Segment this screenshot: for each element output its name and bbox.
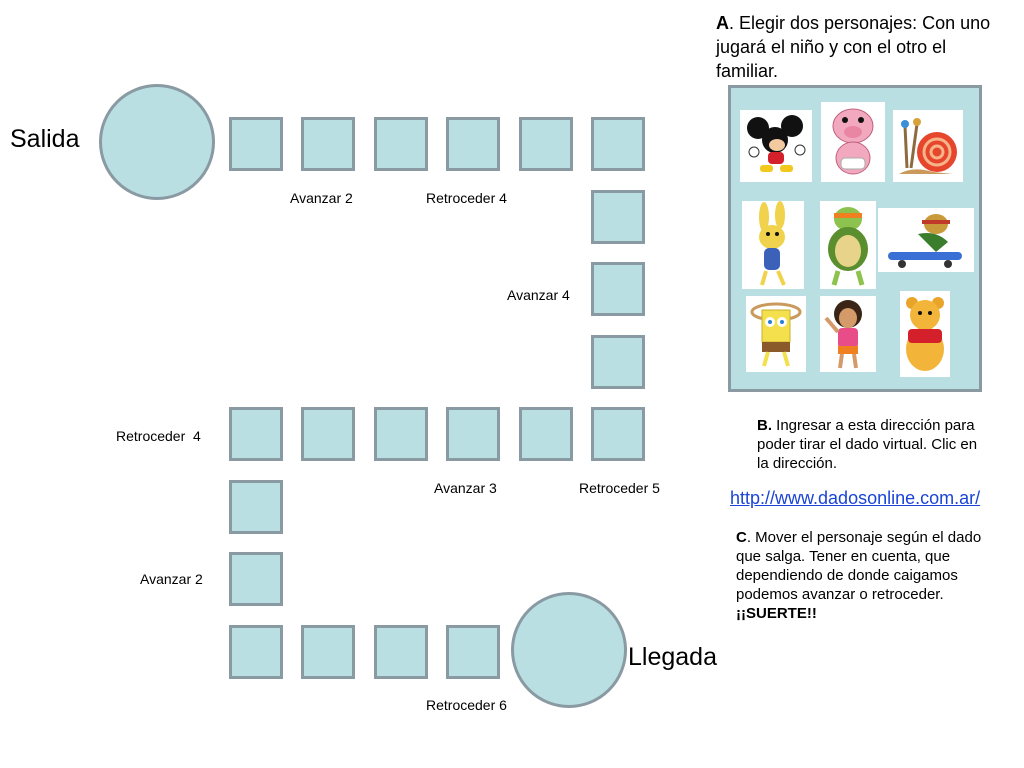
cell-label: Retroceder 4 [116, 428, 201, 444]
start-label: Salida [10, 125, 80, 153]
board-cell [229, 407, 283, 461]
turtle-icon [828, 207, 868, 286]
bear-icon [906, 297, 944, 371]
skateboarder-character[interactable] [878, 208, 974, 272]
skateboarder-icon [888, 214, 962, 268]
board-cell [519, 407, 573, 461]
instruction-c: C. Mover el personaje según el dado que … [736, 528, 996, 623]
board-cell [591, 335, 645, 389]
finish-label: Llegada [628, 643, 717, 671]
bear-character[interactable] [900, 291, 950, 377]
instruction-b: B. Ingresar a esta dirección para poder … [757, 416, 982, 473]
board-cell [591, 262, 645, 316]
sponge-icon [750, 302, 802, 367]
cell-label: Avanzar 3 [434, 480, 497, 496]
instruction-c-letter: C [736, 529, 747, 546]
instruction-a-letter: A [716, 13, 729, 33]
turtle-character[interactable] [820, 201, 876, 289]
board-cell [301, 407, 355, 461]
board-cell [446, 117, 500, 171]
dice-website-link[interactable]: http://www.dadosonline.com.ar/ [730, 488, 981, 508]
board-cell [301, 117, 355, 171]
board-cell [591, 190, 645, 244]
board-cell [374, 117, 428, 171]
board-cell [446, 407, 500, 461]
board-cell [591, 407, 645, 461]
board-cell [446, 625, 500, 679]
snail-character[interactable] [893, 110, 963, 182]
cell-label: Avanzar 2 [290, 190, 353, 206]
cell-label: Retroceder 6 [426, 697, 507, 713]
sponge-character[interactable] [746, 296, 806, 372]
snail-icon [899, 118, 957, 174]
board-cell [519, 117, 573, 171]
instruction-b-text: Ingresar a esta dirección para poder tir… [757, 417, 978, 472]
cell-label: Avanzar 2 [140, 571, 203, 587]
pig-character[interactable] [821, 102, 885, 182]
board-cell [374, 407, 428, 461]
mouse-character[interactable] [740, 110, 812, 182]
cell-label: Retroceder 5 [579, 480, 660, 496]
pig-icon [832, 108, 874, 175]
board-cell [229, 552, 283, 606]
board-cell [229, 480, 283, 534]
board-cell [229, 117, 283, 171]
board-cell [229, 625, 283, 679]
instruction-b-letter: B. [757, 417, 772, 434]
girl-character[interactable] [820, 296, 876, 372]
instruction-c-text: . Mover el personaje según el dado que s… [736, 529, 982, 603]
board-cell [591, 117, 645, 171]
rabbit-icon [759, 201, 786, 286]
cell-label: Avanzar 4 [507, 287, 570, 303]
good-luck-text: ¡¡SUERTE!! [736, 605, 817, 622]
board-cell [301, 625, 355, 679]
girl-icon [824, 300, 862, 369]
start-circle [99, 84, 215, 200]
instruction-a: A. Elegir dos personajes: Con uno jugará… [716, 11, 996, 83]
mouse-icon [747, 115, 806, 172]
rabbit-character[interactable] [742, 201, 804, 289]
cell-label: Retroceder 4 [426, 190, 507, 206]
finish-circle [511, 592, 627, 708]
instruction-a-text: . Elegir dos personajes: Con uno jugará … [716, 13, 991, 81]
board-cell [374, 625, 428, 679]
character-panel [728, 85, 982, 392]
